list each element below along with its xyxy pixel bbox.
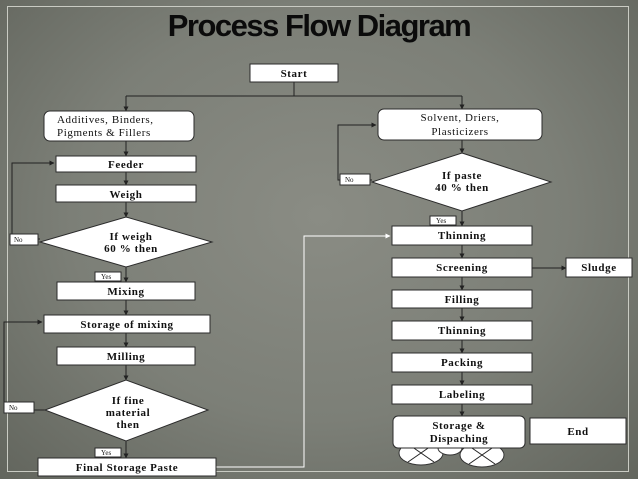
node-packing: Packing (391, 352, 533, 373)
svg-text:Storage &: Storage & (432, 420, 485, 432)
svg-text:Dispaching: Dispaching (430, 433, 489, 445)
node-start: Start (249, 63, 339, 83)
label-yes-fine: Yes (94, 447, 122, 458)
svg-text:40 % then: 40 % then (435, 182, 489, 194)
node-labeling: Labeling (391, 384, 533, 405)
svg-text:If weigh: If weigh (110, 231, 153, 243)
svg-text:Final Storage Paste: Final Storage Paste (76, 462, 178, 474)
node-solvent: Solvent, Driers, Plasticizers (377, 108, 543, 141)
svg-text:Solvent, Driers,: Solvent, Driers, (421, 112, 500, 124)
node-storage-dispaching: Storage & Dispaching (392, 415, 526, 468)
svg-text:No: No (14, 236, 23, 244)
svg-text:No: No (9, 404, 18, 412)
node-if-weigh: If weigh 60 % then (38, 216, 214, 268)
svg-text:Packing: Packing (441, 357, 483, 369)
page-title: Process Flow Diagram (167, 8, 472, 43)
label-yes-weigh: Yes (94, 271, 122, 282)
node-additives: Additives, Binders, Pigments & Fillers (43, 110, 195, 142)
node-end: End (529, 417, 627, 445)
svg-text:Mixing: Mixing (107, 286, 144, 298)
node-storage-of-mixing: Storage of mixing (43, 314, 211, 334)
label-yes-paste: Yes (429, 215, 457, 226)
svg-text:Plasticizers: Plasticizers (431, 126, 488, 138)
node-filling: Filling (391, 289, 533, 309)
label-no-fine: No (3, 401, 35, 414)
node-sludge: Sludge (565, 257, 633, 278)
svg-text:Filling: Filling (445, 294, 480, 306)
svg-text:Storage of mixing: Storage of mixing (80, 319, 173, 331)
svg-text:material: material (106, 407, 151, 419)
node-thinning-2: Thinning (391, 320, 533, 341)
loop-no-weigh (11, 160, 55, 240)
node-mixing: Mixing (56, 281, 196, 301)
svg-text:Feeder: Feeder (108, 159, 144, 171)
svg-text:If fine: If fine (112, 395, 145, 407)
node-screening: Screening (391, 257, 533, 278)
svg-text:End: End (567, 426, 588, 438)
node-feeder: Feeder (55, 155, 197, 173)
svg-text:Weigh: Weigh (110, 189, 143, 201)
svg-text:then: then (116, 419, 139, 431)
node-if-fine: If fine material then (43, 379, 210, 442)
connector-final-to-thinning (216, 233, 391, 468)
loop-no-fine (3, 319, 45, 411)
node-weigh: Weigh (55, 184, 197, 203)
svg-text:Thinning: Thinning (438, 325, 486, 337)
svg-text:Yes: Yes (436, 217, 446, 225)
svg-text:60 % then: 60 % then (104, 243, 158, 255)
svg-text:Sludge: Sludge (581, 262, 616, 274)
loop-no-paste (337, 122, 377, 181)
node-if-paste: If paste 40 % then (370, 152, 553, 212)
svg-text:Screening: Screening (436, 262, 488, 274)
svg-text:Yes: Yes (101, 449, 111, 457)
node-thinning-1: Thinning (391, 225, 533, 246)
svg-text:Additives, Binders,: Additives, Binders, (57, 114, 154, 126)
svg-text:Pigments & Fillers: Pigments & Fillers (57, 127, 151, 139)
svg-text:Thinning: Thinning (438, 230, 486, 242)
svg-text:No: No (345, 176, 354, 184)
label-no-weigh: No (9, 233, 39, 246)
svg-text:Start: Start (281, 68, 308, 80)
label-no-paste: No (339, 173, 371, 186)
svg-text:Labeling: Labeling (439, 389, 485, 401)
svg-text:Yes: Yes (101, 273, 111, 281)
slide-frame (7, 6, 629, 472)
svg-text:Milling: Milling (107, 351, 145, 363)
svg-text:If paste: If paste (442, 170, 482, 182)
node-milling: Milling (56, 346, 196, 366)
node-final-storage-paste: Final Storage Paste (37, 457, 217, 477)
